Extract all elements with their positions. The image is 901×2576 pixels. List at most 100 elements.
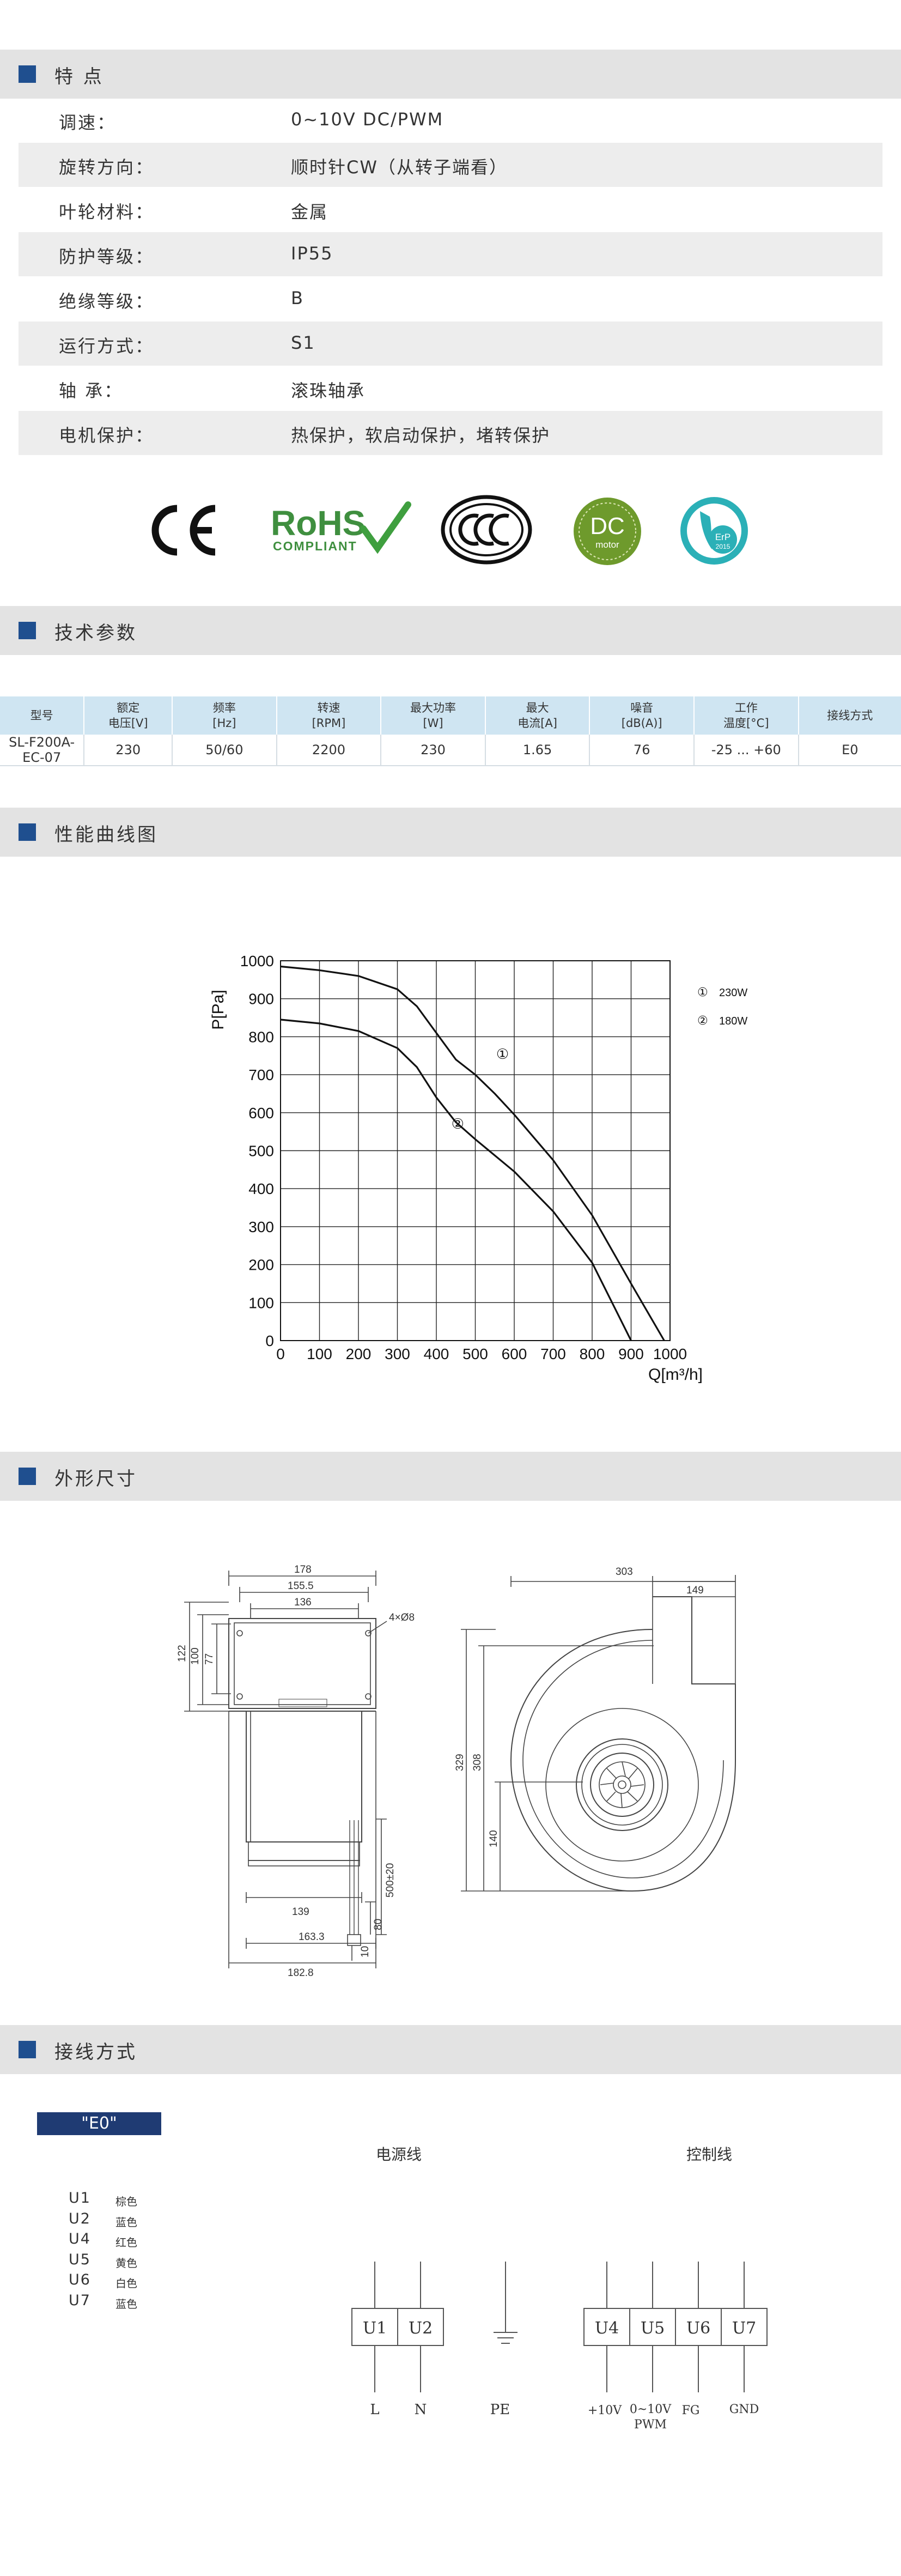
series-line-2 bbox=[280, 1019, 632, 1341]
spec-cell: 230 bbox=[84, 735, 173, 766]
spec-header-cell: 转速 [RPM] bbox=[276, 696, 382, 735]
spec-cell: 50/60 bbox=[172, 735, 277, 766]
y-tick-label: 800 bbox=[248, 1028, 274, 1045]
spec-header-unit: [W] bbox=[423, 717, 443, 730]
ccc-mark-icon bbox=[440, 494, 533, 565]
erp-logo-text: ErP bbox=[715, 532, 730, 542]
y-tick-label: 600 bbox=[248, 1105, 274, 1122]
section-title: 特 点 bbox=[54, 66, 104, 88]
spec-header-text: 最大功率 bbox=[410, 701, 456, 714]
dc-motor-logo: DC motor bbox=[572, 496, 643, 567]
dim-label: 122 bbox=[176, 1645, 188, 1662]
control-terminal-label: U5 bbox=[641, 2319, 665, 2338]
spec-header-cell: 噪音[dB(A)] bbox=[589, 696, 695, 735]
dim-label: 178 bbox=[294, 1564, 312, 1575]
spec-header-text: 频率 bbox=[212, 701, 236, 714]
series-line-1 bbox=[280, 965, 665, 1341]
feature-value: 滚珠轴承 bbox=[291, 380, 366, 401]
y-tick-label: 300 bbox=[248, 1219, 274, 1235]
series-marker-label: ② bbox=[452, 1116, 464, 1132]
spec-header-cell: 型号 bbox=[0, 696, 85, 735]
dim-label: 329 bbox=[454, 1754, 466, 1771]
y-tick-label: 0 bbox=[265, 1332, 274, 1349]
feature-value: 顺时针CW（从转子端看） bbox=[291, 157, 508, 178]
spec-header-cell: 接线方式 bbox=[798, 696, 901, 735]
spec-header-unit: 电压[V] bbox=[108, 717, 148, 730]
feature-row: 旋转方向：顺时针CW（从转子端看） bbox=[19, 143, 882, 187]
power-wire-label: L bbox=[370, 2402, 379, 2418]
x-tick-label: 900 bbox=[618, 1345, 644, 1362]
spec-cell: 76 bbox=[589, 735, 695, 766]
spec-cell: -25 ... +60 bbox=[693, 735, 799, 766]
control-wire-label: +10V bbox=[588, 2404, 622, 2417]
section-marker-icon bbox=[19, 65, 36, 83]
spec-header-cell: 频率 [Hz] bbox=[172, 696, 277, 735]
spec-cell: SL-F200A-EC-07 bbox=[0, 735, 85, 766]
x-tick-label: 700 bbox=[540, 1345, 566, 1362]
feature-label: 轴 承： bbox=[59, 380, 124, 401]
spec-cell: 2200 bbox=[276, 735, 382, 766]
wire-terminal: U2 bbox=[69, 2210, 91, 2227]
wire-terminal: U1 bbox=[69, 2190, 91, 2207]
power-terminal-label: U2 bbox=[409, 2319, 433, 2338]
ce-mark-icon bbox=[139, 498, 226, 563]
spec-header-unit: [RPM] bbox=[312, 717, 346, 730]
spec-header-text: 额定 bbox=[117, 701, 140, 714]
wire-color: 红色 bbox=[115, 2236, 137, 2249]
spec-header-unit: [dB(A)] bbox=[621, 717, 662, 730]
feature-label: 电机保护： bbox=[59, 425, 155, 446]
section-header-features: 特 点 bbox=[0, 50, 901, 99]
section-title: 接线方式 bbox=[54, 2041, 137, 2063]
spec-header-cell: 最大功率 [W] bbox=[381, 696, 486, 735]
wire-color: 蓝色 bbox=[115, 2297, 137, 2311]
spec-header-cell: 额定电压[V] bbox=[84, 696, 173, 735]
plot-frame bbox=[280, 960, 671, 1341]
feature-row: 绝缘等级：B bbox=[19, 277, 882, 321]
spec-header-text: 转速 bbox=[317, 701, 340, 714]
section-title: 性能曲线图 bbox=[54, 824, 158, 846]
series-marker-label: ① bbox=[496, 1046, 509, 1063]
control-terminal-label: U7 bbox=[732, 2319, 756, 2338]
feature-label: 运行方式： bbox=[59, 336, 155, 356]
spec-header-text: 工作 bbox=[734, 701, 758, 714]
dim-label: 500±20 bbox=[385, 1863, 396, 1898]
feature-label: 调速： bbox=[59, 112, 117, 133]
x-tick-label: 600 bbox=[502, 1345, 527, 1362]
dim-label: 308 bbox=[472, 1754, 483, 1771]
spec-cell: 1.65 bbox=[485, 735, 590, 766]
spec-cell: E0 bbox=[798, 735, 901, 766]
feature-value: 0~10V DC/PWM bbox=[291, 109, 444, 130]
dc-logo-text: DC bbox=[590, 513, 625, 540]
wiring-diagram: U1 U2 U4 U5 U6 U7 L N PE +10V 0~10V FG G… bbox=[351, 2262, 768, 2432]
y-tick-label: 400 bbox=[248, 1180, 274, 1197]
wire-color: 白色 bbox=[115, 2277, 137, 2290]
erp-logo-year: 2015 bbox=[716, 543, 730, 550]
section-header-wiring: 接线方式 bbox=[0, 2025, 901, 2074]
feature-row: 叶轮材料：金属 bbox=[19, 187, 882, 232]
spec-header-unit: 温度[°C] bbox=[723, 717, 769, 730]
dim-label: 182.8 bbox=[288, 1967, 314, 1979]
y-tick-label: 700 bbox=[248, 1066, 274, 1083]
feature-value: IP55 bbox=[291, 243, 333, 264]
dim-label: 303 bbox=[616, 1566, 633, 1578]
feature-row: 运行方式：S1 bbox=[19, 322, 882, 366]
feature-label: 防护等级： bbox=[59, 246, 155, 267]
x-tick-label: 500 bbox=[462, 1345, 488, 1362]
dim-label: 10 bbox=[360, 1946, 371, 1957]
side-view-drawing: 303 149 329 308 140 bbox=[454, 1566, 736, 1892]
power-wire-label: N bbox=[415, 2402, 427, 2418]
section-title: 技术参数 bbox=[54, 622, 137, 644]
section-title: 外形尺寸 bbox=[54, 1468, 137, 1490]
dim-label: 80 bbox=[373, 1919, 384, 1930]
section-marker-icon bbox=[19, 1468, 36, 1485]
spec-table-header-row: 型号额定电压[V]频率[Hz]转速[RPM]最大功率[W]最大电流[A]噪音[d… bbox=[0, 696, 901, 735]
section-header-tech: 技术参数 bbox=[0, 606, 901, 655]
control-wire-label: FG bbox=[682, 2404, 700, 2417]
dim-label: 4×Ø8 bbox=[389, 1612, 415, 1623]
spec-header-unit: [Hz] bbox=[212, 717, 236, 730]
